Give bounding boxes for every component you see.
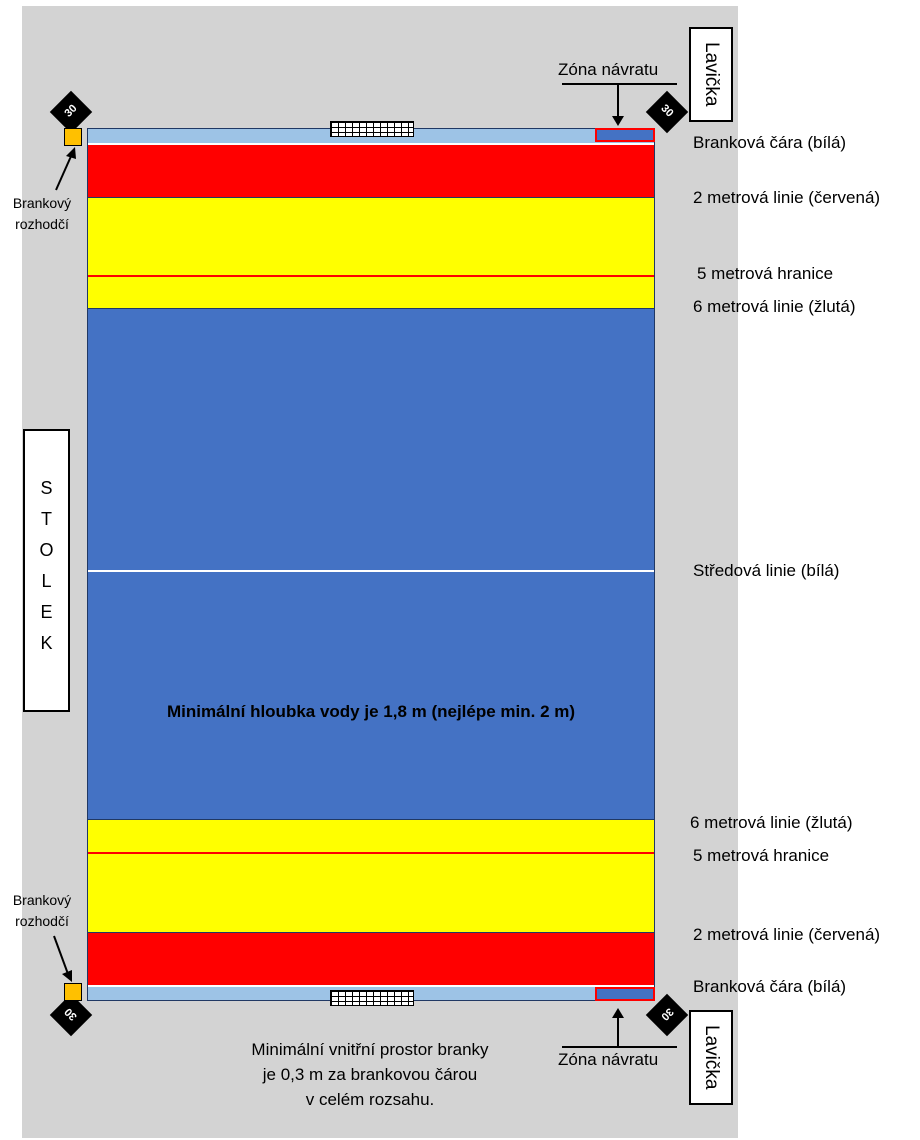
score-table-letter: K xyxy=(40,633,53,653)
goal-space-note-line1: Minimální vnitřní prostor branky xyxy=(251,1040,489,1059)
goal-space-note: Minimální vnitřní prostor branky je 0,3 … xyxy=(200,1037,540,1112)
goal-line-label-bottom: Branková čára (bílá) xyxy=(693,977,847,996)
return-zone-top xyxy=(595,128,655,142)
five-meter-line-bottom xyxy=(88,852,654,854)
five-meter-label-top: 5 metrová hranice xyxy=(697,264,834,283)
goal-space-note-line3: v celém rozsahu. xyxy=(305,1090,435,1109)
bench-bottom-label: Lavička xyxy=(701,1025,722,1090)
two-meter-zone-bottom xyxy=(88,933,654,985)
goal-line-label-top: Branková čára (bílá) xyxy=(693,133,847,152)
playing-field xyxy=(87,128,655,1001)
goal-judge-label-bottom-line2: rozhodčí xyxy=(15,913,69,929)
two-meter-label-top: 2 metrová linie (červená) xyxy=(693,188,881,207)
water-area xyxy=(88,309,654,819)
center-line-label: Středová linie (bílá) xyxy=(693,561,840,580)
goal-line-top xyxy=(88,143,654,145)
bench-top-label: Lavička xyxy=(701,42,722,107)
score-table xyxy=(23,429,70,712)
goal-line-bottom xyxy=(88,985,654,987)
arrow-down-icon xyxy=(612,84,624,126)
goal-judge-label-bottom: Brankový rozhodčí xyxy=(4,890,80,932)
five-meter-label-bottom: 5 metrová hranice xyxy=(693,846,830,865)
six-meter-label-bottom: 6 metrová linie (žlutá) xyxy=(690,813,853,832)
return-zone-label-bottom: Zóna návratu xyxy=(558,1050,659,1069)
arrow-up-icon xyxy=(612,1008,624,1046)
goal-judge-label-top-line2: rozhodčí xyxy=(15,216,69,232)
six-meter-zone-top xyxy=(88,197,654,309)
score-table-letter: L xyxy=(41,571,52,591)
goal-space-note-line2: je 0,3 m za brankovou čárou xyxy=(262,1065,478,1084)
two-meter-label-bottom: 2 metrová linie (červená) xyxy=(693,925,881,944)
score-table-letter: S xyxy=(40,478,53,498)
goal-net-top xyxy=(330,121,414,137)
goal-judge-marker-bottom xyxy=(64,983,82,1001)
bench-bottom: Lavička xyxy=(689,1010,733,1105)
arrow-icon-judge-bottom xyxy=(53,935,72,982)
bench-top: Lavička xyxy=(689,27,733,122)
score-table-letter: O xyxy=(39,540,54,560)
six-meter-label-top: 6 metrová linie (žlutá) xyxy=(693,297,856,316)
return-zone-bottom xyxy=(595,987,655,1001)
goal-net-bottom xyxy=(330,990,414,1006)
arrow-icon-judge-top xyxy=(55,147,76,191)
goal-judge-marker-top xyxy=(64,128,82,146)
score-table-letter: E xyxy=(40,602,53,622)
five-meter-line-top xyxy=(88,275,654,277)
return-zone-label-top: Zóna návratu xyxy=(558,60,659,79)
goal-judge-label-bottom-line1: Brankový xyxy=(12,892,72,908)
goal-judge-label-top: Brankový rozhodčí xyxy=(4,193,80,235)
two-meter-zone-top xyxy=(88,145,654,197)
score-table-letter: T xyxy=(41,509,52,529)
return-zone-pointer-bottom xyxy=(562,1046,677,1048)
goal-judge-label-top-line1: Brankový xyxy=(12,195,72,211)
center-line xyxy=(88,570,654,572)
six-meter-zone-bottom xyxy=(88,819,654,933)
water-depth-note: Minimální hloubka vody je 1,8 m (nejlépe… xyxy=(166,702,576,721)
return-zone-pointer-top xyxy=(562,83,677,85)
